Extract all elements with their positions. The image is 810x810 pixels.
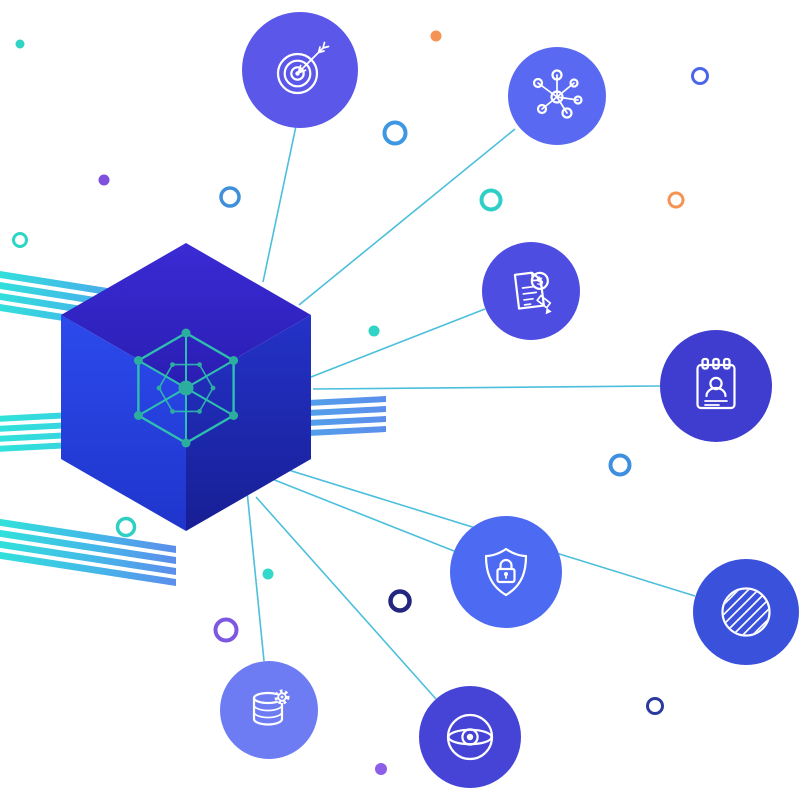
decor-dot xyxy=(98,174,110,186)
decor-dot xyxy=(15,39,25,49)
node-network-hub xyxy=(508,47,606,145)
decor-dot xyxy=(430,30,442,42)
decor-dots xyxy=(15,30,442,775)
decor-dot xyxy=(375,763,387,775)
connector-line xyxy=(312,385,661,390)
node-contact-ledger xyxy=(660,330,772,442)
decor-dot xyxy=(368,325,380,337)
node-circle xyxy=(482,242,580,340)
decor-ring xyxy=(479,188,503,212)
connector-line xyxy=(310,308,486,378)
decor-ring xyxy=(115,516,137,538)
node-sphere xyxy=(693,559,799,665)
node-circle xyxy=(660,330,772,442)
node-target xyxy=(242,12,358,128)
decor-ring xyxy=(691,67,709,85)
decor-ring xyxy=(388,589,412,613)
decor-rings xyxy=(12,67,709,715)
decor-ring xyxy=(646,697,664,715)
node-security xyxy=(450,516,562,628)
decor-ring xyxy=(382,120,408,146)
database-gear-icon xyxy=(252,689,290,726)
decor-ring xyxy=(219,186,241,208)
decor-dot xyxy=(262,568,274,580)
globe-lens-icon xyxy=(446,713,494,761)
shield-lock-icon xyxy=(484,547,528,597)
decor-ring xyxy=(12,232,28,248)
connector-line xyxy=(262,125,297,283)
connector-line xyxy=(255,496,437,700)
connector-line xyxy=(246,490,265,662)
hatched-sphere-icon xyxy=(721,587,771,637)
notepad-contact-icon xyxy=(696,357,736,410)
blockchain-cube xyxy=(61,243,311,531)
node-globe xyxy=(419,686,521,788)
decor-ring xyxy=(667,191,685,209)
node-database xyxy=(220,661,318,759)
connector-line xyxy=(266,476,455,552)
node-smart-contract: $ xyxy=(482,242,580,340)
speed-ribbon-bottom xyxy=(0,518,176,586)
target-arrow-icon xyxy=(276,41,330,95)
hub-nodes-icon xyxy=(532,69,583,119)
document-dollar-icon: $ xyxy=(513,271,552,315)
decor-ring xyxy=(608,453,632,477)
network-cube-icon xyxy=(133,328,239,448)
decor-ring xyxy=(213,617,239,643)
connector-line xyxy=(298,128,516,306)
dollar-glyph: $ xyxy=(535,274,544,288)
